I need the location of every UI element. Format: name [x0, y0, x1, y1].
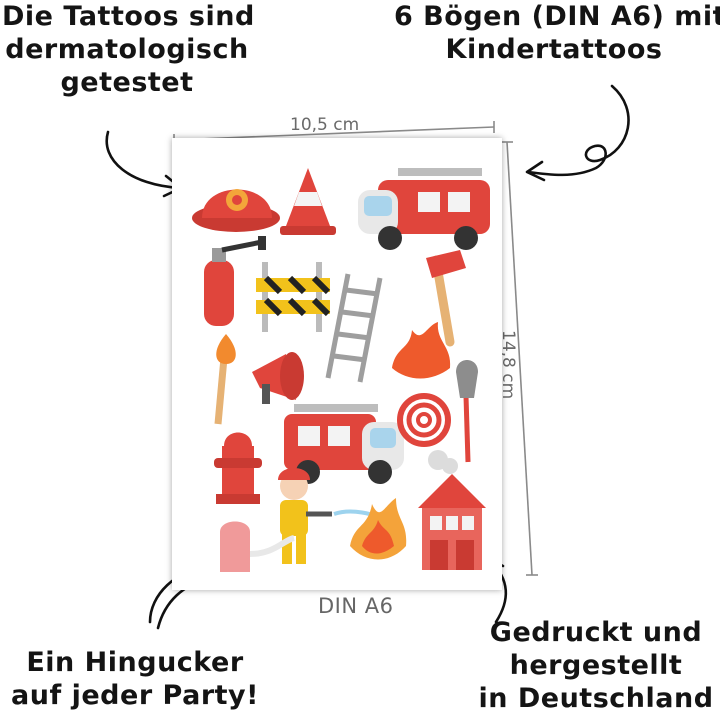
- callout-sheet-count: 6 Bögen (DIN A6) mit Kindertattoos: [394, 0, 720, 66]
- torch-icon: [214, 334, 236, 425]
- callout-line: in Deutschland: [478, 683, 714, 714]
- callout-line: Kindertattoos: [445, 34, 663, 65]
- callout-line: dermatologisch: [5, 34, 249, 65]
- callout-line: Die Tattoos sind: [2, 1, 255, 32]
- flame-icon: [392, 322, 451, 379]
- callout-party: Ein Hingucker auf jeder Party!: [0, 646, 270, 712]
- tattoo-illustrations: [192, 168, 490, 572]
- callout-line: getestet: [60, 67, 194, 98]
- flame-icon: [350, 498, 407, 560]
- hydrant-icon: [214, 432, 262, 504]
- firefighter-boy-icon: [278, 468, 391, 564]
- callout-line: 6 Bögen (DIN A6) mit: [394, 1, 720, 32]
- arrow-top-left-icon: [105, 130, 183, 198]
- hydrant-icon: [220, 521, 295, 572]
- axe-icon: [426, 250, 466, 347]
- width-label: 10,5 cm: [290, 115, 360, 135]
- traffic-cone-icon: [280, 168, 336, 235]
- fire-station-icon: [418, 450, 486, 570]
- fire-truck-icon: [358, 168, 490, 250]
- callout-line: auf jeder Party!: [11, 680, 259, 711]
- fire-helmet-icon: [192, 189, 280, 232]
- fire-truck-icon: [284, 404, 404, 484]
- megaphone-icon: [252, 352, 304, 404]
- callout-line: hergestellt: [509, 650, 683, 681]
- hose-reel-icon: [397, 393, 451, 447]
- callout-made-in-germany: Gedruckt und hergestellt in Deutschland: [476, 616, 716, 715]
- ladder-icon: [325, 273, 383, 383]
- callout-line: Gedruckt und: [489, 617, 703, 648]
- callout-dermatologically-tested: Die Tattoos sind dermatologisch getestet: [2, 0, 255, 99]
- fire-extinguisher-icon: [204, 236, 266, 326]
- shovel-icon: [456, 360, 478, 463]
- arrow-top-right-icon: [525, 84, 630, 182]
- sheet-format-label: DIN A6: [318, 594, 394, 618]
- barrier-icon: [256, 262, 331, 332]
- callout-line: Ein Hingucker: [26, 647, 244, 678]
- tattoo-sheet: [172, 138, 502, 590]
